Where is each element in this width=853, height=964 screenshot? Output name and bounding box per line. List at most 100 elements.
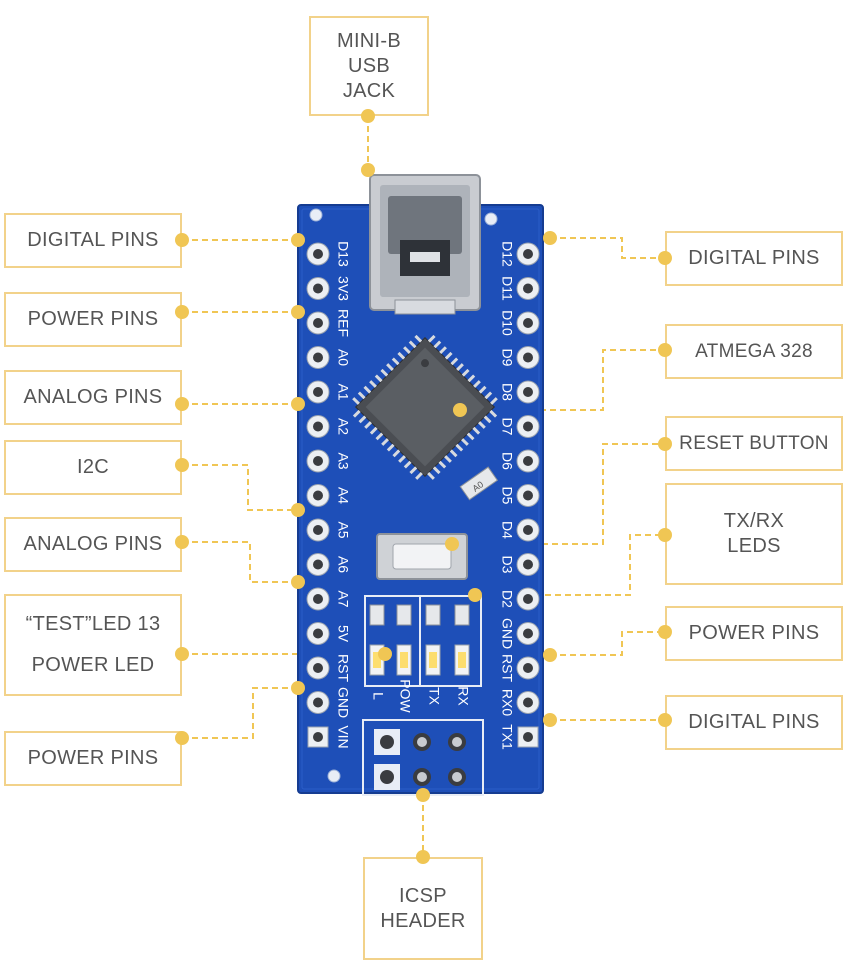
left-silk-12: RST xyxy=(335,654,351,682)
digital-pins-left-text: DIGITAL PINS xyxy=(27,229,159,251)
mounting-hole-top-left xyxy=(309,208,323,222)
icsp-line-1: ICSP xyxy=(399,884,447,907)
right-pin-hole-3 xyxy=(523,352,533,363)
right-silk-6: D6 xyxy=(499,452,515,470)
usb-jack-label: MINI-B USB JACK xyxy=(309,16,429,116)
right-header-pins xyxy=(516,242,540,748)
left-silk-7: A4 xyxy=(335,487,351,504)
right-pin-hole-1 xyxy=(523,283,533,294)
left-silk-10: A7 xyxy=(335,590,351,607)
test-led-text: “TEST”LED 13 xyxy=(25,613,161,635)
left-pin-hole-3 xyxy=(313,352,323,363)
connector-dots xyxy=(175,109,672,864)
mounting-hole-bottom xyxy=(327,769,341,783)
usb-label-line-3: JACK xyxy=(342,79,396,102)
right-pin-hole-11 xyxy=(523,628,533,639)
right-silk-2: D10 xyxy=(499,310,515,336)
digital-right-1-connector xyxy=(550,237,665,259)
left-silk-5: A2 xyxy=(335,418,351,435)
right-silk-8: D4 xyxy=(499,521,515,539)
icsp-line-2: HEADER xyxy=(380,909,466,932)
right-pin-hole-7 xyxy=(523,490,533,501)
left-pin-hole-0 xyxy=(313,249,323,259)
digital-pins-right-text-2: DIGITAL PINS xyxy=(688,711,820,733)
right-pin-hole-5 xyxy=(523,421,533,432)
power-right-connector xyxy=(550,631,665,656)
left-pin-hole-6 xyxy=(313,456,323,466)
right-pin-hole-6 xyxy=(523,456,533,466)
left-pin-hole-1 xyxy=(313,283,323,294)
left-silk-1: 3V3 xyxy=(335,276,351,301)
led-silk-3: RX xyxy=(455,686,471,706)
analog-pins-left-label-2: ANALOG PINS xyxy=(4,517,182,572)
right-silk-9: D3 xyxy=(499,556,515,574)
digital-pins-right-label-1: DIGITAL PINS xyxy=(665,231,843,286)
analog-pins-left-text-1: ANALOG PINS xyxy=(23,386,163,408)
txrx-line-1: TX/RX xyxy=(723,510,785,532)
i2c-text: I2C xyxy=(76,456,110,478)
analog-pins-left-text-2: ANALOG PINS xyxy=(23,533,163,555)
left-silk-0: D13 xyxy=(335,241,351,267)
left-pin-hole-9 xyxy=(313,559,323,570)
right-silk-13: RX0 xyxy=(499,689,515,716)
right-silk-14: TX1 xyxy=(499,724,515,750)
left-pin-hole-12 xyxy=(313,663,323,673)
digital-pins-right-label-2: DIGITAL PINS xyxy=(665,695,843,750)
txrx-leds-label: TX/RX LEDS xyxy=(665,483,843,585)
left-silk-11: 5V xyxy=(335,625,351,643)
usb-label-line-1: MINI-B xyxy=(336,29,402,52)
connector-lines xyxy=(182,116,665,857)
left-header-pins xyxy=(306,242,330,748)
left-pin-hole-7 xyxy=(313,490,323,501)
atmega-text: ATMEGA 328 xyxy=(695,340,813,362)
i2c-label: I2C xyxy=(4,440,182,495)
digital-pins-left-label: DIGITAL PINS xyxy=(4,213,182,268)
left-silk-4: A1 xyxy=(335,383,351,400)
left-pin-hole-5 xyxy=(313,421,323,432)
right-pin-hole-13 xyxy=(523,697,533,708)
atmega-chip xyxy=(352,334,498,480)
status-leds xyxy=(364,595,482,687)
left-silk-14: VIN xyxy=(335,725,351,748)
left-pin-hole-11 xyxy=(313,628,323,639)
txrx-connector xyxy=(475,534,665,596)
usb-label-line-2: USB xyxy=(347,54,391,77)
power-led-text: POWER LED xyxy=(31,654,155,676)
reset-button xyxy=(376,533,468,580)
right-silk-11: GND xyxy=(499,618,515,649)
right-silk-1: D11 xyxy=(499,276,515,301)
power-pins-left-label-1: POWER PINS xyxy=(4,292,182,347)
reset-button-text: RESET BUTTON xyxy=(679,432,829,454)
right-silk-5: D7 xyxy=(499,418,515,436)
left-silk-2: REF xyxy=(335,309,351,337)
left-silk-3: A0 xyxy=(335,349,351,366)
right-pin-hole-0 xyxy=(523,249,533,259)
left-silk-8: A5 xyxy=(335,521,351,538)
left-silk-13: GND xyxy=(335,687,351,718)
atmega-label: ATMEGA 328 xyxy=(665,324,843,379)
right-pin-hole-8 xyxy=(523,525,533,535)
right-silk-4: D8 xyxy=(499,383,515,401)
digital-pins-right-text-1: DIGITAL PINS xyxy=(688,247,820,269)
i2c-connector xyxy=(182,464,298,511)
power-pins-left-text-2: POWER PINS xyxy=(27,747,159,769)
left-pin-hole-13 xyxy=(313,697,323,708)
left-pin-hole-14 xyxy=(313,732,323,742)
right-pin-hole-12 xyxy=(523,663,533,673)
right-pin-hole-4 xyxy=(523,387,533,397)
crystal-component xyxy=(459,466,499,501)
led-silk-0: L xyxy=(370,692,386,700)
power-pins-left-label-2: POWER PINS xyxy=(4,731,182,786)
power-pins-left-text-1: POWER PINS xyxy=(27,308,159,330)
right-silk-12: RST xyxy=(499,654,515,682)
left-pin-hole-10 xyxy=(313,594,323,604)
analog-pins-left-label-1: ANALOG PINS xyxy=(4,370,182,425)
analog-left-2-connector xyxy=(182,541,298,583)
left-pin-hole-4 xyxy=(313,387,323,397)
led-silk-2: TX xyxy=(426,687,442,706)
left-silk-6: A3 xyxy=(335,452,351,469)
right-pin-hole-9 xyxy=(523,559,533,570)
